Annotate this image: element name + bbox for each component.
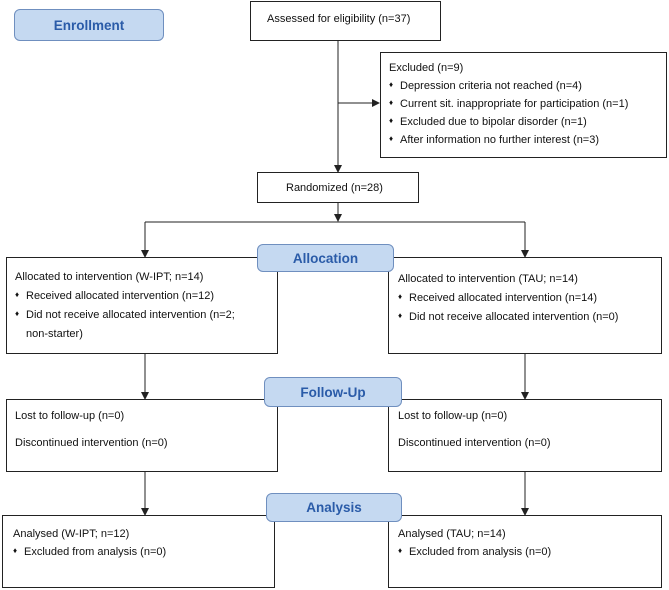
followup-right-discontinued: Discontinued intervention (n=0)	[398, 436, 551, 449]
followup-right-lost: Lost to follow-up (n=0)	[398, 410, 508, 422]
bullet-icon: ♦	[15, 290, 20, 299]
allocation-right-item: ♦ Received allocated intervention (n=14)	[398, 289, 661, 308]
allocation-left-title: Allocated to intervention (W-IPT; n=14)	[15, 271, 204, 283]
stage-enrollment: Enrollment	[14, 9, 164, 41]
randomized-box: Randomized (n=28)	[257, 172, 419, 203]
allocation-right-item-text: Received allocated intervention (n=14)	[409, 292, 598, 304]
followup-left-box: Lost to follow-up (n=0) Discontinued int…	[6, 399, 278, 472]
analysis-right-box: Analysed (TAU; n=14) ♦ Excluded from ana…	[388, 515, 662, 588]
allocation-right-item-text: Did not receive allocated intervention (…	[409, 311, 619, 323]
stage-allocation-label: Allocation	[292, 250, 359, 266]
assessed-text: Assessed for eligibility (n=37)	[267, 13, 411, 25]
bullet-icon: ♦	[389, 116, 394, 125]
bullet-icon: ♦	[389, 98, 394, 107]
bullet-icon: ♦	[398, 311, 403, 320]
allocation-left-item: ♦ Received allocated intervention (n=12)	[15, 287, 277, 306]
allocation-left-item-text: Received allocated intervention (n=12)	[26, 290, 215, 302]
excluded-item-text: Depression criteria not reached (n=4)	[400, 80, 582, 92]
stage-enrollment-label: Enrollment	[53, 17, 125, 33]
analysis-left-item-text: Excluded from analysis (n=0)	[24, 546, 167, 558]
followup-left-lost: Lost to follow-up (n=0)	[15, 410, 125, 422]
analysis-left-item: ♦ Excluded from analysis (n=0)	[13, 543, 274, 561]
excluded-box: Excluded (n=9) ♦ Depression criteria not…	[380, 52, 667, 158]
bullet-icon: ♦	[389, 134, 394, 143]
allocation-right-box: Allocated to intervention (TAU; n=14) ♦ …	[388, 257, 662, 354]
analysis-right-title: Analysed (TAU; n=14)	[398, 528, 506, 540]
stage-followup-label: Follow-Up	[300, 384, 366, 400]
bullet-icon: ♦	[398, 546, 403, 555]
stage-analysis: Analysis	[266, 493, 402, 522]
bullet-icon: ♦	[13, 546, 18, 555]
excluded-item-text: Excluded due to bipolar disorder (n=1)	[400, 116, 587, 128]
analysis-left-box: Analysed (W-IPT; n=12) ♦ Excluded from a…	[2, 515, 275, 588]
excluded-title: Excluded (n=9)	[389, 62, 464, 74]
stage-allocation: Allocation	[257, 244, 394, 272]
allocation-left-box: Allocated to intervention (W-IPT; n=14) …	[6, 257, 278, 354]
excluded-item: ♦ Depression criteria not reached (n=4)	[389, 77, 666, 95]
excluded-item: ♦ After information no further interest …	[389, 131, 666, 149]
excluded-item-text: Current sit. inappropriate for participa…	[400, 98, 629, 110]
allocation-left-item-text: Did not receive allocated intervention (…	[26, 309, 235, 321]
bullet-icon: ♦	[398, 292, 403, 301]
stage-followup: Follow-Up	[264, 377, 402, 407]
excluded-item-text: After information no further interest (n…	[400, 134, 600, 146]
allocation-right-title: Allocated to intervention (TAU; n=14)	[398, 273, 578, 285]
allocation-left-item-continuation: non-starter)	[26, 328, 83, 340]
bullet-icon: ♦	[15, 309, 20, 318]
assessed-box: Assessed for eligibility (n=37)	[250, 1, 441, 41]
excluded-item: ♦ Excluded due to bipolar disorder (n=1)	[389, 113, 666, 131]
followup-right-box: Lost to follow-up (n=0) Discontinued int…	[388, 399, 662, 472]
bullet-icon: ♦	[389, 80, 394, 89]
allocation-right-item: ♦ Did not receive allocated intervention…	[398, 308, 661, 327]
randomized-text: Randomized (n=28)	[286, 182, 383, 194]
analysis-right-item-text: Excluded from analysis (n=0)	[409, 546, 552, 558]
excluded-item: ♦ Current sit. inappropriate for partici…	[389, 95, 666, 113]
analysis-right-item: ♦ Excluded from analysis (n=0)	[398, 543, 661, 561]
allocation-left-item: ♦ Did not receive allocated intervention…	[15, 306, 277, 325]
analysis-left-title: Analysed (W-IPT; n=12)	[13, 528, 130, 540]
stage-analysis-label: Analysis	[306, 500, 362, 515]
followup-left-discontinued: Discontinued intervention (n=0)	[15, 436, 168, 449]
